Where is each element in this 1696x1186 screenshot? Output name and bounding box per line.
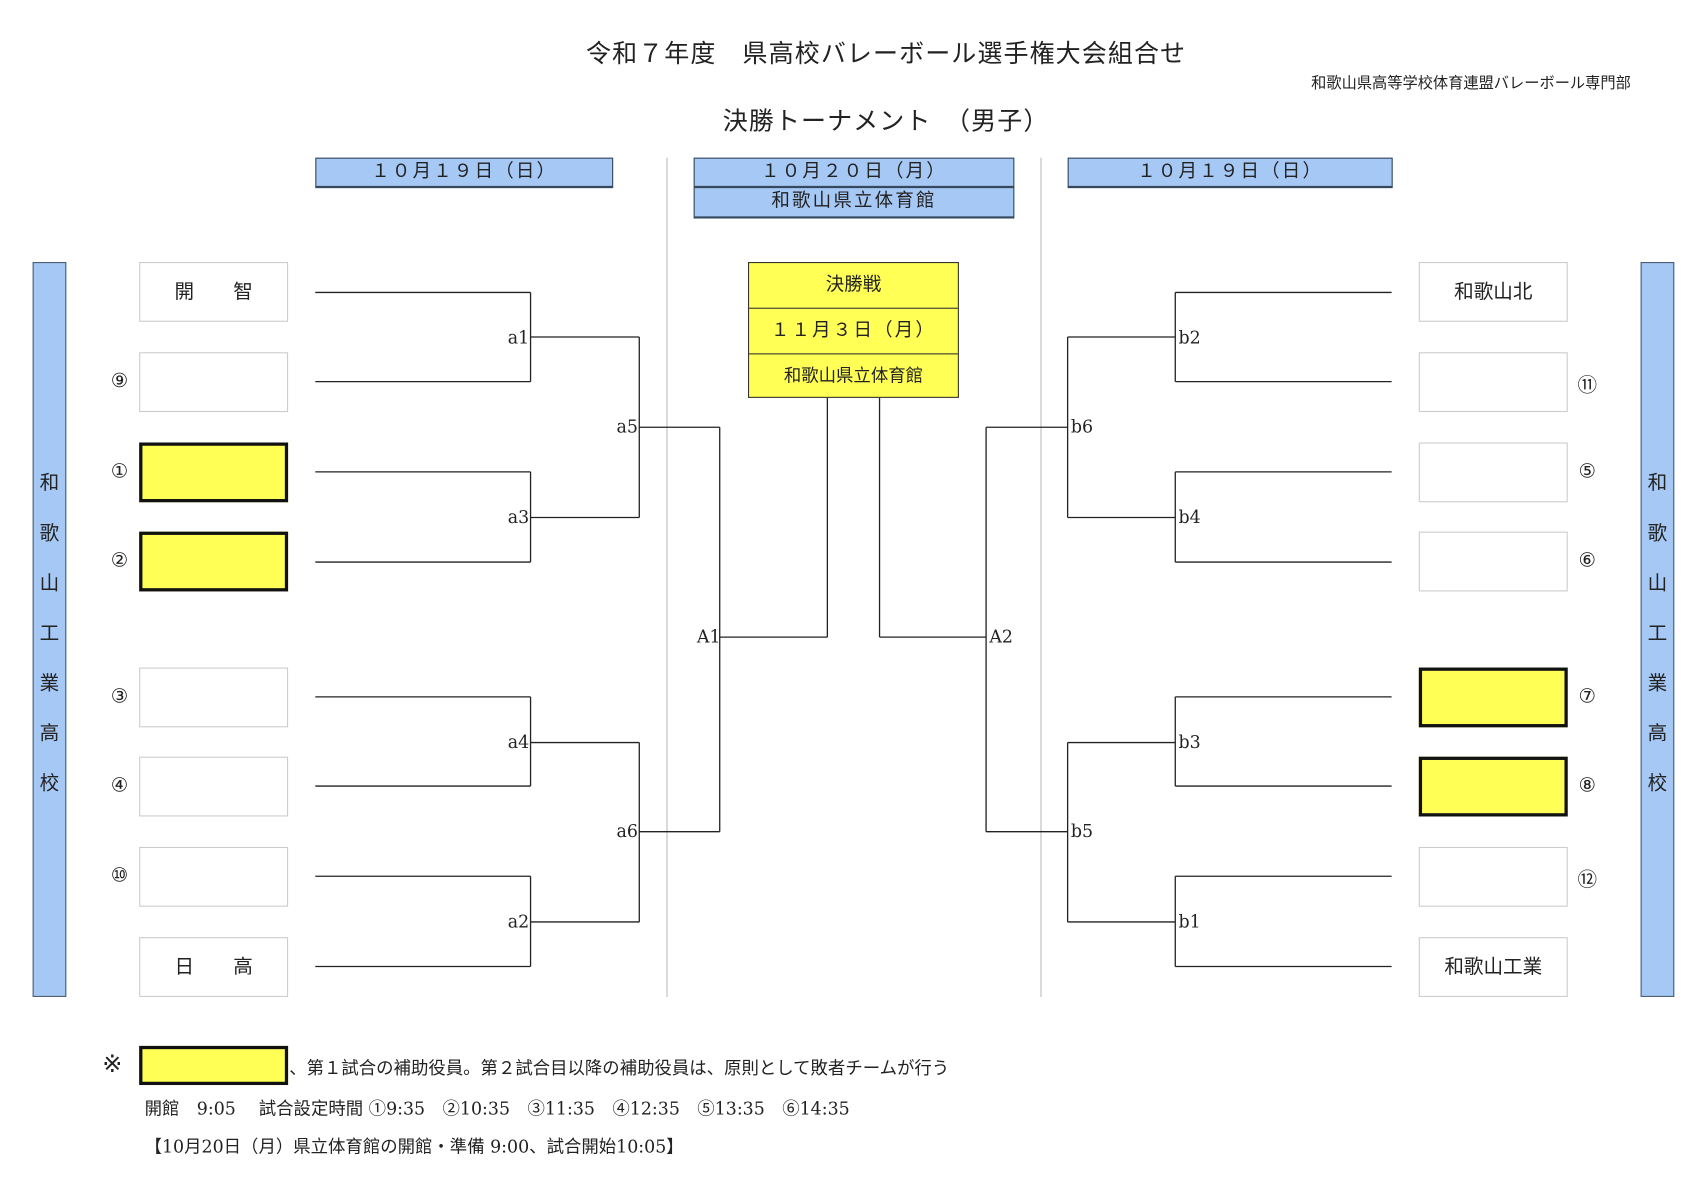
sidebar-char: 山: [39, 571, 60, 595]
venue-center: 和歌山県立体育館: [693, 186, 1015, 219]
match-label-b3: b3: [1178, 731, 1201, 753]
right-seed-number: ⑧: [1578, 774, 1597, 797]
divider-left: [666, 157, 668, 997]
left-team-slot: [139, 756, 289, 817]
left-team-slot: [139, 352, 289, 413]
final-date: １１月３日（月）: [749, 309, 958, 355]
left-team-slot: 開 智: [139, 262, 289, 322]
right-team-slot: [1418, 667, 1568, 728]
bracket-right: [878, 291, 1392, 968]
right-team-slot: [1418, 846, 1568, 907]
legend-highlight-swatch: [139, 1045, 289, 1086]
sidebar-char: 歌: [1647, 521, 1668, 545]
sidebar-char: 和: [1647, 471, 1668, 495]
sidebar-char: 和: [39, 471, 60, 495]
left-seed-number: ①: [110, 459, 129, 483]
final-title: 決勝戦: [749, 263, 958, 309]
sidebar-char: 工: [1647, 621, 1668, 645]
right-team-slot: [1418, 531, 1568, 592]
date-right: １０月１９日（日）: [1067, 157, 1393, 189]
left-team-slot: 日 高: [139, 937, 289, 997]
day2-text: 【10月20日（月）県立体育館の開館・準備 9:00、試合開始10:05】: [144, 1136, 684, 1157]
legend-text: 、第１試合の補助役員。第２試合目以降の補助役員は、原則として敗者チームが行う: [289, 1057, 950, 1079]
match-label-b5: b5: [1070, 820, 1094, 842]
match-label-b4: b4: [1178, 506, 1201, 528]
right-seed-number: ⑤: [1578, 459, 1597, 483]
right-team-slot: [1418, 442, 1568, 503]
match-label-a4: a4: [507, 731, 530, 753]
note-mark: ※: [102, 1051, 123, 1079]
page-subtitle: 決勝トーナメント （男子）: [722, 107, 1050, 136]
organizer: 和歌山県高等学校体育連盟バレーボール専門部: [1311, 75, 1631, 93]
left-seed-number: ②: [110, 549, 129, 572]
match-label-a3: a3: [507, 506, 530, 528]
left-seed-number: ⑨: [110, 369, 129, 393]
sidebar-char: 高: [39, 721, 60, 745]
match-label-a1: a1: [507, 327, 530, 348]
sidebar-char: 校: [39, 771, 60, 795]
match-label-a6: a6: [616, 820, 638, 842]
left-team-slot: [139, 531, 289, 592]
match-label-a2: a2: [507, 911, 530, 932]
bracket-left: [315, 291, 829, 968]
right-seed-number: ⑫: [1577, 868, 1598, 892]
sidebar-char: 校: [1647, 771, 1668, 795]
divider-right: [1040, 157, 1042, 997]
match-label-b2: b2: [1178, 327, 1201, 348]
sidebar-char: 業: [1647, 671, 1668, 695]
left-seed-number: ⑩: [110, 864, 129, 888]
final-venue: 和歌山県立体育館: [783, 365, 924, 386]
page-title: 令和７年度 県高校バレーボール選手権大会組合せ: [586, 40, 1187, 69]
sidebar-left: 和歌山工業高校: [32, 262, 67, 997]
sidebar-char: 業: [39, 671, 60, 695]
sidebar-char: 高: [1647, 721, 1668, 745]
right-team-slot: [1418, 756, 1568, 817]
left-team-slot: [139, 442, 289, 503]
sidebar-char: 歌: [39, 521, 60, 545]
left-team-slot: [139, 667, 289, 728]
right-seed-number: ⑪: [1577, 373, 1598, 397]
match-label-A2: A2: [989, 626, 1013, 647]
right-team-slot: 和歌山工業: [1418, 937, 1568, 997]
right-team-slot: [1418, 352, 1568, 413]
left-seed-number: ④: [110, 774, 129, 797]
date-center: １０月２０日（月）: [693, 157, 1015, 189]
right-seed-number: ⑦: [1578, 684, 1597, 708]
sidebar-char: 山: [1647, 571, 1668, 595]
final-match-box: 決勝戦 １１月３日（月） 和歌山県立体育館: [747, 262, 959, 398]
match-label-a5: a5: [616, 416, 638, 438]
right-team-slot: 和歌山北: [1418, 262, 1568, 322]
date-left: １０月１９日（日）: [315, 157, 614, 189]
left-seed-number: ③: [110, 684, 129, 708]
sidebar-right: 和歌山工業高校: [1640, 262, 1675, 997]
match-label-b6: b6: [1070, 416, 1094, 438]
sidebar-char: 工: [39, 621, 60, 645]
match-label-b1: b1: [1178, 911, 1201, 932]
schedule-text: 開館 9:05 試合設定時間 ①9:35 ②10:35 ③11:35 ④12:3…: [144, 1098, 850, 1119]
match-label-A1: A1: [696, 626, 721, 647]
right-seed-number: ⑥: [1578, 549, 1597, 572]
left-team-slot: [139, 846, 289, 907]
